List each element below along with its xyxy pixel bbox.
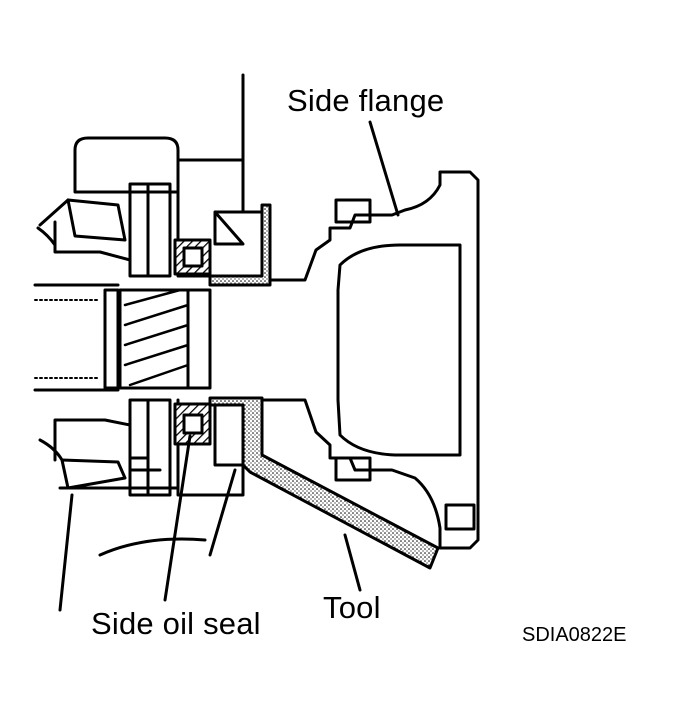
leader-side-flange (368, 120, 400, 217)
bearing-roller-lower (60, 458, 127, 490)
bolt-hole-lower (334, 456, 372, 482)
side-flange-bore (336, 243, 462, 457)
tool-body (208, 396, 440, 570)
housing-lower (176, 398, 245, 497)
bolt-hole-upper (334, 198, 372, 224)
tool-collar-upper (208, 203, 272, 287)
axle-shaft (33, 283, 120, 392)
leader-side-oil-seal (163, 434, 192, 602)
label-side-oil-seal: Side oil seal (91, 606, 261, 641)
bearing-cup-upper (73, 136, 180, 194)
bearing-roller-upper (66, 198, 127, 242)
bolt-hole-rim (444, 503, 476, 531)
leader-tool (343, 533, 362, 592)
label-side-flange: Side flange (287, 83, 445, 118)
figure-code: SDIA0822E (522, 624, 627, 646)
label-tool: Tool (323, 590, 381, 625)
side-flange-body (208, 170, 480, 550)
shaft-collar (103, 288, 120, 390)
